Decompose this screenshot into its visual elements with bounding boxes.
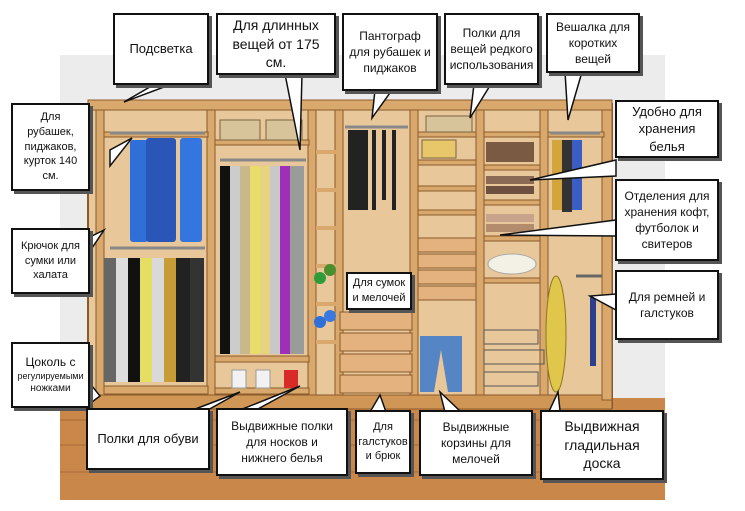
label-plinth: Цоколь с регулируемыми ножками: [11, 342, 90, 408]
callout-pointers: [87, 71, 617, 421]
label-backlight: Подсветка: [113, 13, 209, 85]
label-underwear-storage: Удобно для хранения белья: [615, 100, 719, 158]
label-belts-ties: Для ремней и галстуков: [615, 270, 719, 340]
label-plinth-line3: ножками: [30, 383, 71, 395]
label-bags-small: Для сумок и мелочей: [346, 272, 412, 310]
label-ties-trousers: Для галстуков и брюк: [355, 410, 411, 474]
small-items: [314, 264, 336, 328]
long-clothes-group: [220, 166, 304, 354]
jeans: [420, 336, 462, 392]
label-plinth-line1: Цоколь с: [25, 355, 76, 370]
label-baskets: Выдвижные корзины для мелочей: [419, 410, 533, 476]
belt-rack: [576, 274, 602, 366]
label-short-hanger: Вешалка для коротких вещей: [546, 13, 640, 73]
short-clothes-group: [104, 258, 204, 382]
label-rare-use-shelves: Полки для вещей редкого использования: [444, 13, 539, 85]
label-bag-hook: Крючок для сумки или халата: [11, 228, 90, 294]
wardrobe-carcass: [87, 99, 613, 410]
label-pantograph: Пантограф для рубашек и пиджаков: [342, 13, 438, 91]
wire-baskets: [483, 329, 545, 387]
label-sweaters-section: Отделения для хранения кофт, футболок и …: [615, 179, 719, 261]
drawers-middle: [339, 237, 477, 394]
ties-group: [348, 130, 396, 210]
storage-boxes: [219, 115, 534, 232]
label-shirts-jackets: Для рубашек, пиджаков, курток 140 см.: [11, 103, 90, 191]
label-long-clothes: Для длинных вещей от 175 см.: [216, 13, 336, 75]
shoes-group: [231, 369, 298, 389]
ironing-board: [545, 275, 567, 393]
pillow: [487, 253, 537, 275]
label-ironing-board: Выдвижная гладильная доска: [540, 410, 664, 480]
label-shoe-shelves: Полки для обуви: [86, 408, 210, 470]
label-sock-drawers: Выдвижные полки для носков и нижнего бел…: [216, 408, 348, 476]
shirts-group: [130, 138, 202, 242]
label-plinth-line2: регулируемыми: [17, 371, 84, 382]
